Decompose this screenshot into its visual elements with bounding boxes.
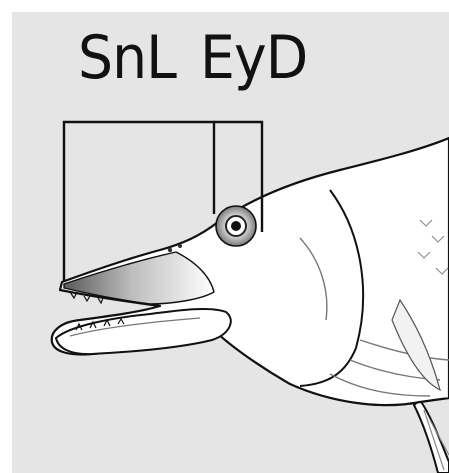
nostril (168, 248, 172, 252)
eye-pupil (231, 221, 241, 231)
snout-length-label: SnL (78, 28, 176, 88)
nostril (178, 244, 182, 248)
lower-jaw (56, 309, 231, 354)
eye-diameter-label: EyD (200, 28, 307, 88)
fin (414, 400, 449, 473)
